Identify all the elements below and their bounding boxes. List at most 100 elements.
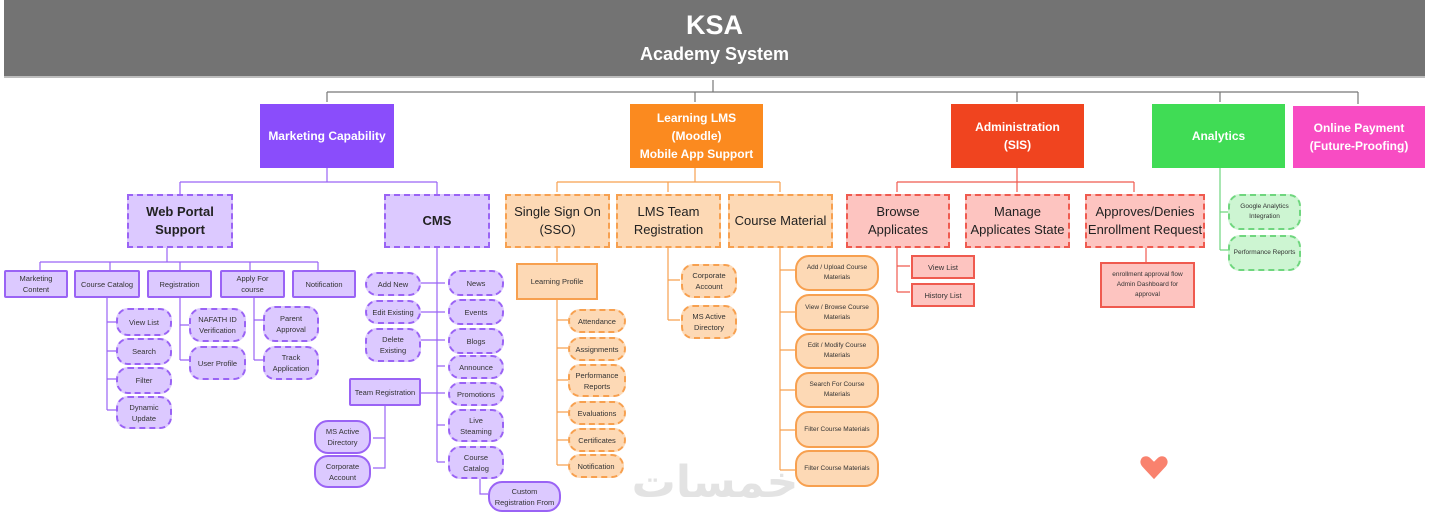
node-lms-notification: Notification [568, 454, 624, 478]
node-single-sign-on: Single Sign On (SSO) [505, 194, 610, 248]
node-label: Single Sign On (SSO) [514, 204, 601, 237]
node-label: Attendance [578, 316, 616, 326]
node-label: Learning Profile [530, 277, 584, 286]
node-label: Filter [135, 376, 153, 385]
node-lms-team-registration: LMS Team Registration [616, 194, 721, 248]
node-attendance: Attendance [568, 309, 626, 333]
node-live-steaming: Live Steaming [448, 409, 504, 442]
node-label: Web Portal Support [146, 204, 214, 237]
branch-analytics: Analytics [1152, 104, 1285, 168]
branch-label: Learning LMS [656, 111, 737, 125]
node-label: News [466, 278, 486, 288]
branch-label: (SIS) [1003, 138, 1032, 152]
node-label: Parent Approval [276, 314, 306, 334]
branch-label: Marketing Capability [268, 129, 386, 143]
node-label: Edit / Modify Course Materials [807, 342, 867, 359]
node-label: Google Analytics Integration [1240, 203, 1289, 220]
node-certificates: Certificates [568, 428, 626, 452]
node-label: Notification [305, 279, 343, 289]
branch-learning-lms: Learning LMS (Moodle) Mobile App Support [630, 104, 763, 168]
node-search-course-materials: Search For Course Materials [795, 372, 879, 408]
node-announce: Announce [448, 355, 504, 379]
node-filter-course-materials: Filter Course Materials [795, 411, 879, 448]
heart-icon-glyph [1137, 453, 1171, 483]
node-label: Course Catalog [463, 452, 489, 473]
node-label: Approves/Denies Enrollment Request [1087, 204, 1203, 237]
node-label: Blogs [466, 336, 486, 346]
node-manage-applicates-state: Manage Applicates State [965, 194, 1070, 248]
node-label: MS Active Directory [692, 312, 726, 332]
node-label: Team Registration [354, 387, 416, 397]
node-registration: Registration [147, 270, 212, 298]
diagram-root-header: KSA Academy System [4, 0, 1425, 78]
branch-administration: Administration (SIS) [951, 104, 1084, 168]
node-view-list: View List [116, 308, 172, 336]
node-label: Delete Existing [379, 335, 407, 355]
node-notification: Notification [292, 270, 356, 298]
branch-marketing-capability: Marketing Capability [260, 104, 394, 168]
node-nafath-id-verification: NAFATH ID Verification [189, 308, 246, 342]
branch-label: Mobile App Support [639, 147, 754, 161]
node-label: MS Active Directory [325, 427, 360, 447]
node-course-material: Course Material [728, 194, 833, 248]
node-history-list: History List [911, 283, 975, 307]
node-label: Certificates [578, 435, 616, 445]
node-search: Search [116, 338, 172, 365]
node-add-new: Add New [365, 272, 421, 296]
branch-label: (Moodle) [671, 129, 722, 143]
node-track-application: Track Application [263, 346, 319, 380]
node-label: Track Application [272, 353, 310, 373]
node-assignments: Assignments [568, 337, 626, 361]
node-edit-modify-course-materials: Edit / Modify Course Materials [795, 333, 879, 369]
node-lms-ms-active-directory: MS Active Directory [681, 305, 737, 339]
node-browse-applicates: Browse Applicates [846, 194, 950, 248]
node-blogs: Blogs [448, 328, 504, 354]
node-filter-course-materials-2: Filter Course Materials [795, 450, 879, 487]
node-apply-for-course: Apply For course [220, 270, 285, 298]
branch-label: (Future-Proofing) [1309, 139, 1409, 153]
node-label: Browse Applicates [868, 204, 928, 237]
node-performance-reports: Performance Reports [568, 364, 626, 397]
node-dynamic-update: Dynamic Update [116, 396, 172, 429]
node-label: NAFATH ID Verification [198, 315, 237, 335]
node-cms-course-catalog: Course Catalog [448, 446, 504, 479]
node-marketing-content: Marketing Content [4, 270, 68, 298]
node-course-catalog: Course Catalog [74, 270, 140, 298]
node-promotions: Promotions [448, 382, 504, 406]
node-label: Course Material [734, 213, 827, 228]
node-label: Assignments [575, 344, 619, 354]
node-google-analytics-integration: Google Analytics Integration [1228, 194, 1301, 230]
node-team-registration: Team Registration [349, 378, 421, 406]
branch-label: Analytics [1191, 129, 1246, 143]
node-label: Corporate Account [325, 461, 360, 482]
node-label: View List [129, 317, 159, 327]
node-label: User Profile [197, 358, 238, 368]
node-label: Notification [577, 461, 615, 471]
node-label: Marketing Content [19, 274, 53, 294]
node-ms-active-directory: MS Active Directory [314, 420, 371, 454]
heart-icon[interactable] [1136, 450, 1172, 486]
branch-online-payment: Online Payment (Future-Proofing) [1293, 106, 1425, 168]
node-label: Events [464, 307, 488, 317]
node-delete-existing: Delete Existing [365, 328, 421, 362]
node-label: Add / Upload Course Materials [806, 264, 868, 281]
node-user-profile: User Profile [189, 346, 246, 380]
node-label: Performance Reports [575, 370, 619, 391]
node-filter: Filter [116, 367, 172, 394]
node-analytics-performance-reports: Performance Reports [1228, 235, 1301, 271]
node-edit-existing: Edit Existing [365, 300, 421, 324]
node-parent-approval: Parent Approval [263, 306, 319, 342]
node-label: Registration [159, 279, 200, 289]
node-custom-registration-from: Custom Registration From [488, 481, 561, 512]
node-label: Search [132, 347, 156, 356]
node-label: Add New [377, 279, 409, 289]
node-label: enrollment approval flow Admin Dashboard… [1112, 271, 1183, 298]
branch-label: Administration [975, 120, 1060, 134]
node-label: Apply For course [236, 274, 269, 294]
watermark-logo: خمسات [631, 457, 799, 508]
node-events: Events [448, 299, 504, 325]
node-label: Live Steaming [460, 415, 492, 436]
node-label: Filter Course Materials [804, 464, 870, 472]
branch-label: Online Payment [1313, 121, 1405, 135]
